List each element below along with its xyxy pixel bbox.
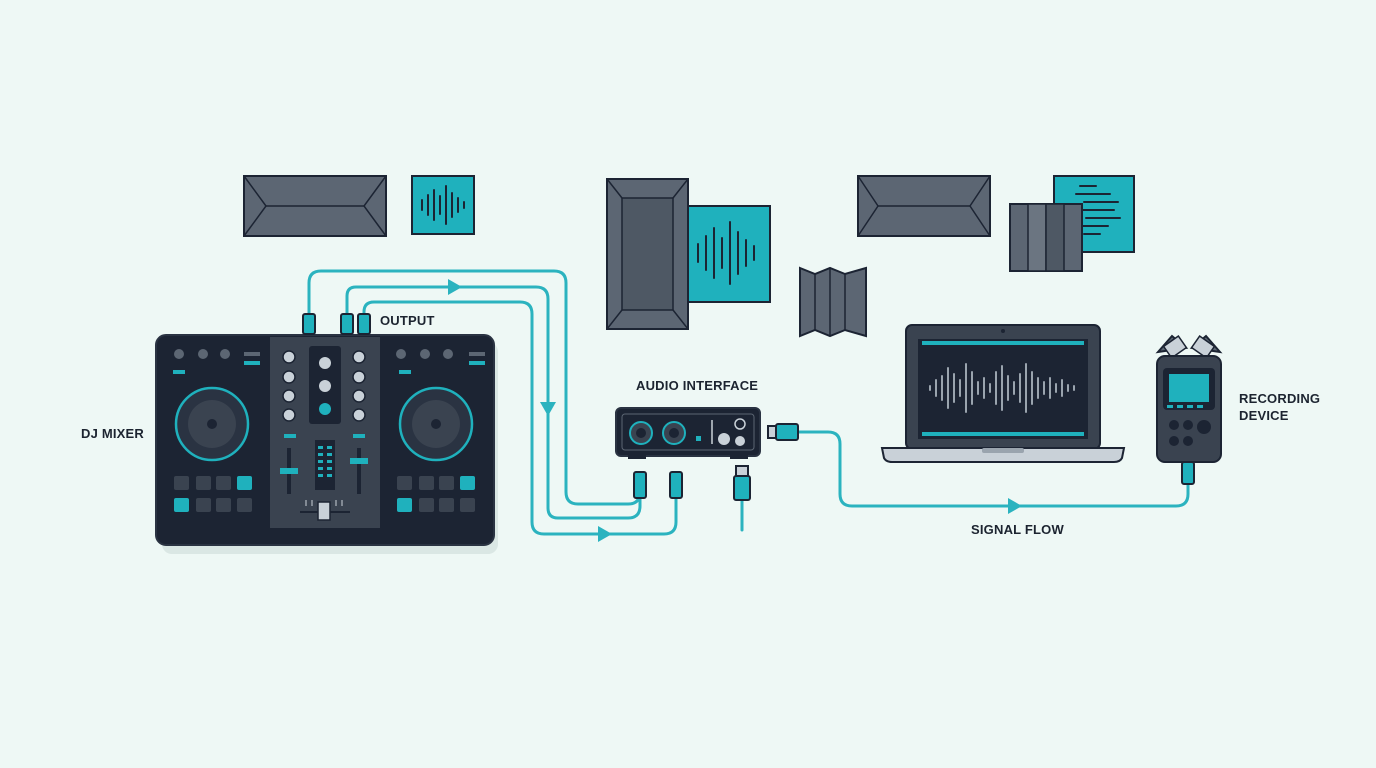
usb-plug-icon bbox=[767, 423, 799, 441]
recording-device-label-line1: RECORDING bbox=[1239, 391, 1321, 406]
signal-flow-label: SIGNAL FLOW bbox=[971, 522, 1064, 537]
acoustic-panel-icon bbox=[1009, 203, 1083, 272]
output-label: OUTPUT bbox=[380, 313, 435, 328]
jack-plug-icon bbox=[1181, 461, 1195, 485]
laptop bbox=[880, 324, 1126, 463]
soundwave-icon bbox=[687, 205, 771, 303]
soundwave-icon bbox=[411, 175, 475, 235]
cables bbox=[307, 269, 1190, 536]
recording-device bbox=[1155, 334, 1223, 463]
arrow-icon bbox=[448, 279, 1022, 542]
acoustic-panel-icon bbox=[243, 175, 387, 237]
dj-mixer bbox=[155, 334, 498, 554]
dj-mixer-label: DJ MIXER bbox=[81, 426, 145, 441]
acoustic-panel-icon bbox=[606, 178, 689, 330]
jack-plug-icon bbox=[633, 471, 683, 499]
jack-plug-icon bbox=[302, 313, 371, 335]
audio-interface bbox=[615, 407, 761, 459]
recording-device-label-line2: DEVICE bbox=[1239, 408, 1289, 423]
usb-plug-icon bbox=[733, 465, 751, 501]
acoustic-panel-icon bbox=[857, 175, 991, 237]
acoustic-panel-icon bbox=[799, 266, 867, 338]
audio-interface-label: AUDIO INTERFACE bbox=[636, 378, 759, 393]
